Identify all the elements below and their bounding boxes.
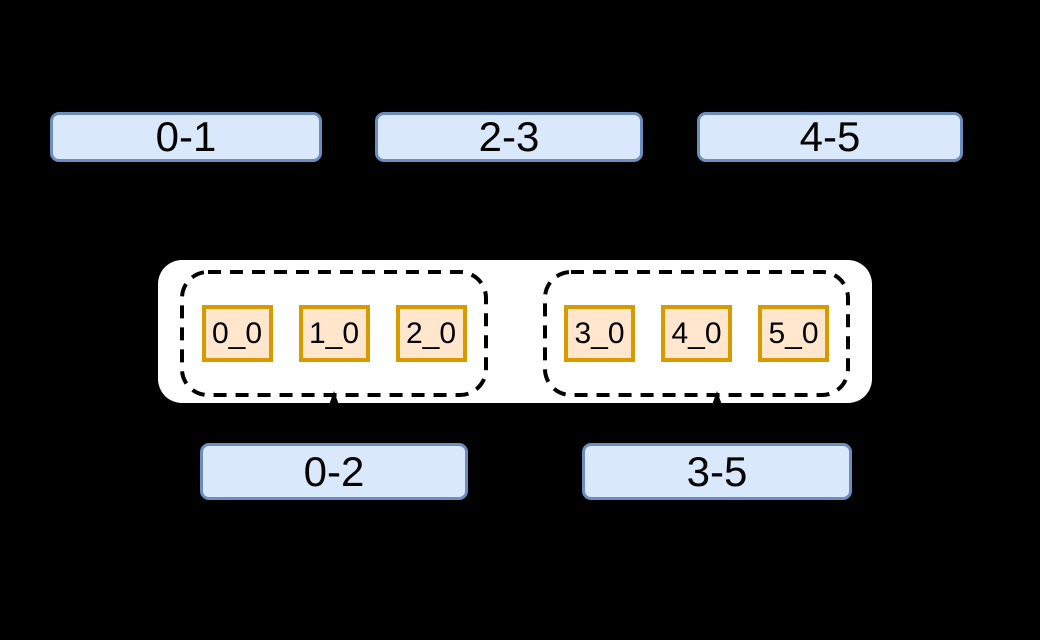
outer-panel: 0_0 1_0 2_0 3_0 4_0 5_0 [158,260,872,403]
arrow-up-icon [329,391,339,405]
cell-label: 1_0 [308,316,360,350]
cell: 3_0 [564,305,635,362]
top-node-1: 2-3 [375,112,643,162]
cell-label: 4_0 [671,316,722,350]
top-node-0: 0-1 [50,112,322,162]
cell: 1_0 [298,305,370,362]
cell-label: 0_0 [211,316,263,350]
cell-label: 5_0 [768,316,819,350]
cell-group-right: 3_0 4_0 5_0 [543,270,850,397]
cell: 5_0 [758,305,829,362]
cell-label: 2_0 [405,316,457,350]
bottom-node-0: 0-2 [200,443,468,500]
top-node-2: 4-5 [697,112,963,162]
bottom-node-1: 3-5 [582,443,852,500]
cell: 2_0 [395,305,467,362]
cell: 0_0 [201,305,273,362]
node-label: 0-1 [155,113,217,160]
node-label: 0-2 [303,447,365,495]
cell: 4_0 [661,305,732,362]
node-label: 2-3 [478,113,540,160]
arrow-shaft [333,400,335,443]
cell-group-left: 0_0 1_0 2_0 [180,270,488,397]
dashed-border [543,270,850,397]
node-label: 3-5 [686,447,748,495]
node-label: 4-5 [799,113,861,160]
cell-label: 3_0 [574,316,625,350]
arrow-shaft [716,400,718,443]
arrow-up-icon [712,391,722,405]
